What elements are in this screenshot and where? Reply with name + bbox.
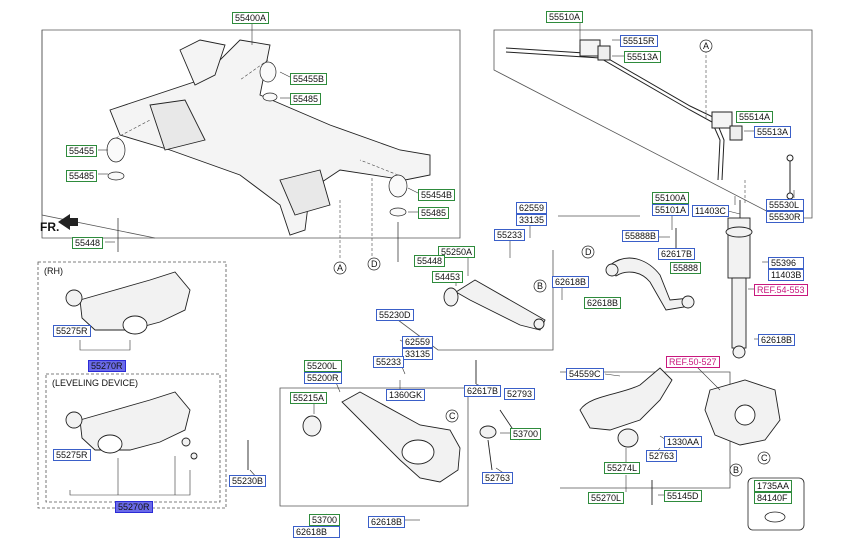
reference-label-50-527[interactable]: REF.50-527 [666,356,720,368]
part-label-stack-62559: 62559 33135 [516,202,548,226]
part-label-55270L[interactable]: 55270L [588,492,625,504]
part-label-62559[interactable]: 62559 [516,202,548,214]
marker-b: B [537,281,544,291]
part-label-55274L[interactable]: 55274L [604,462,641,474]
part-label-stack-53700: 53700 62618B [293,514,341,538]
rh-caption: (RH) [44,266,63,276]
part-label-62618B[interactable]: 62618B [293,526,341,538]
part-label-55233[interactable]: 55233 [494,229,526,241]
part-label-52793[interactable]: 52793 [504,388,536,400]
part-label-55515R[interactable]: 55515R [620,35,658,47]
part-label-55510A[interactable]: 55510A [546,11,584,23]
marker-b: B [733,465,740,475]
part-label-1330AA[interactable]: 1330AA [664,436,703,448]
part-label-55230B[interactable]: 55230B [229,475,267,487]
part-label-62618B[interactable]: 62618B [368,516,406,528]
marker-c: C [449,411,456,421]
part-label-1360GK[interactable]: 1360GK [386,389,426,401]
reference-label-54-553[interactable]: REF.54-553 [754,284,808,296]
front-direction-label: FR. [40,220,60,234]
part-label-55513A[interactable]: 55513A [624,51,662,63]
part-label-62618B[interactable]: 62618B [584,297,622,309]
part-label-55530R[interactable]: 55530R [766,211,804,223]
part-label-11403B[interactable]: 11403B [768,269,805,281]
part-label-55250A[interactable]: 55250A [438,246,476,258]
part-label-55270R[interactable]: 55270R [88,360,126,372]
upper-arm-drawing [605,228,695,311]
part-label-55514A[interactable]: 55514A [736,111,774,123]
marker-d: D [371,259,378,269]
part-label-55270R[interactable]: 55270R [115,501,153,513]
part-label-62618B[interactable]: 62618B [758,334,796,346]
part-label-54453[interactable]: 54453 [432,271,464,283]
part-label-62559[interactable]: 62559 [402,336,434,348]
part-label-55100A[interactable]: 55100A [652,192,690,204]
part-label-55454B[interactable]: 55454B [418,189,456,201]
part-label-55513A[interactable]: 55513A [754,126,792,138]
part-label-stack-55530: 55530L 55530R [766,199,804,223]
part-label-55455B[interactable]: 55455B [290,73,328,85]
part-label-stack-1735AA: 1735AA 84140F [754,480,793,504]
part-label-55215A[interactable]: 55215A [290,392,328,404]
lower-arm-drawing [247,391,521,483]
part-label-55230D[interactable]: 55230D [376,309,414,321]
part-label-55888[interactable]: 55888 [670,262,702,274]
part-label-55275R[interactable]: 55275R [53,449,91,461]
part-label-stack-55100: 55100A 55101A [652,192,690,216]
part-label-55485[interactable]: 55485 [290,93,322,105]
part-label-1735AA[interactable]: 1735AA [754,480,793,492]
part-label-55396[interactable]: 55396 [768,257,805,269]
part-label-11403C[interactable]: 11403C [692,205,729,217]
part-label-55101A[interactable]: 55101A [652,204,690,216]
part-label-55455[interactable]: 55455 [66,145,98,157]
part-label-84140F[interactable]: 84140F [754,492,793,504]
part-label-62617B[interactable]: 62617B [464,385,502,397]
part-label-55448[interactable]: 55448 [414,255,446,267]
stabilizer-bar-drawing [505,39,794,200]
letter-markers [333,39,771,477]
part-label-55200R[interactable]: 55200R [304,372,342,384]
shock-absorber-drawing [725,200,753,359]
marker-d: D [585,247,592,257]
part-label-55200L[interactable]: 55200L [304,360,342,372]
leveling-caption: (LEVELING DEVICE) [52,378,139,388]
subframe-drawing [109,39,431,236]
marker-a: A [703,41,710,51]
part-label-55485[interactable]: 55485 [418,207,450,219]
part-label-33135[interactable]: 33135 [402,348,434,360]
marker-c: C [761,453,768,463]
part-label-54559C[interactable]: 54559C [566,368,604,380]
compression-arm-drawing [443,279,546,384]
part-label-55530L[interactable]: 55530L [766,199,804,211]
part-label-33135[interactable]: 33135 [516,214,548,226]
part-label-53700[interactable]: 53700 [510,428,542,440]
part-label-55888B[interactable]: 55888B [622,230,660,242]
rh-arm-drawing [65,271,198,460]
part-label-62618B[interactable]: 62618B [552,276,590,288]
part-label-53700[interactable]: 53700 [309,514,341,526]
part-label-stack-55396: 55396 11403B [768,257,805,281]
part-label-62617B[interactable]: 62617B [658,248,696,260]
part-label-52763[interactable]: 52763 [646,450,678,462]
part-label-52763[interactable]: 52763 [482,472,514,484]
part-label-55400A[interactable]: 55400A [232,12,270,24]
part-label-55275R[interactable]: 55275R [53,325,91,337]
part-label-55145D[interactable]: 55145D [664,490,702,502]
part-label-stack-55200: 55200L 55200R [304,360,342,384]
trailing-arm-drawing [579,367,781,505]
part-label-55448[interactable]: 55448 [72,237,104,249]
part-label-55233[interactable]: 55233 [373,356,405,368]
part-label-stack-62559: 62559 33135 [402,336,434,360]
fr-arrow-icon [58,214,78,230]
part-label-55485[interactable]: 55485 [66,170,98,182]
marker-a: A [337,263,344,273]
